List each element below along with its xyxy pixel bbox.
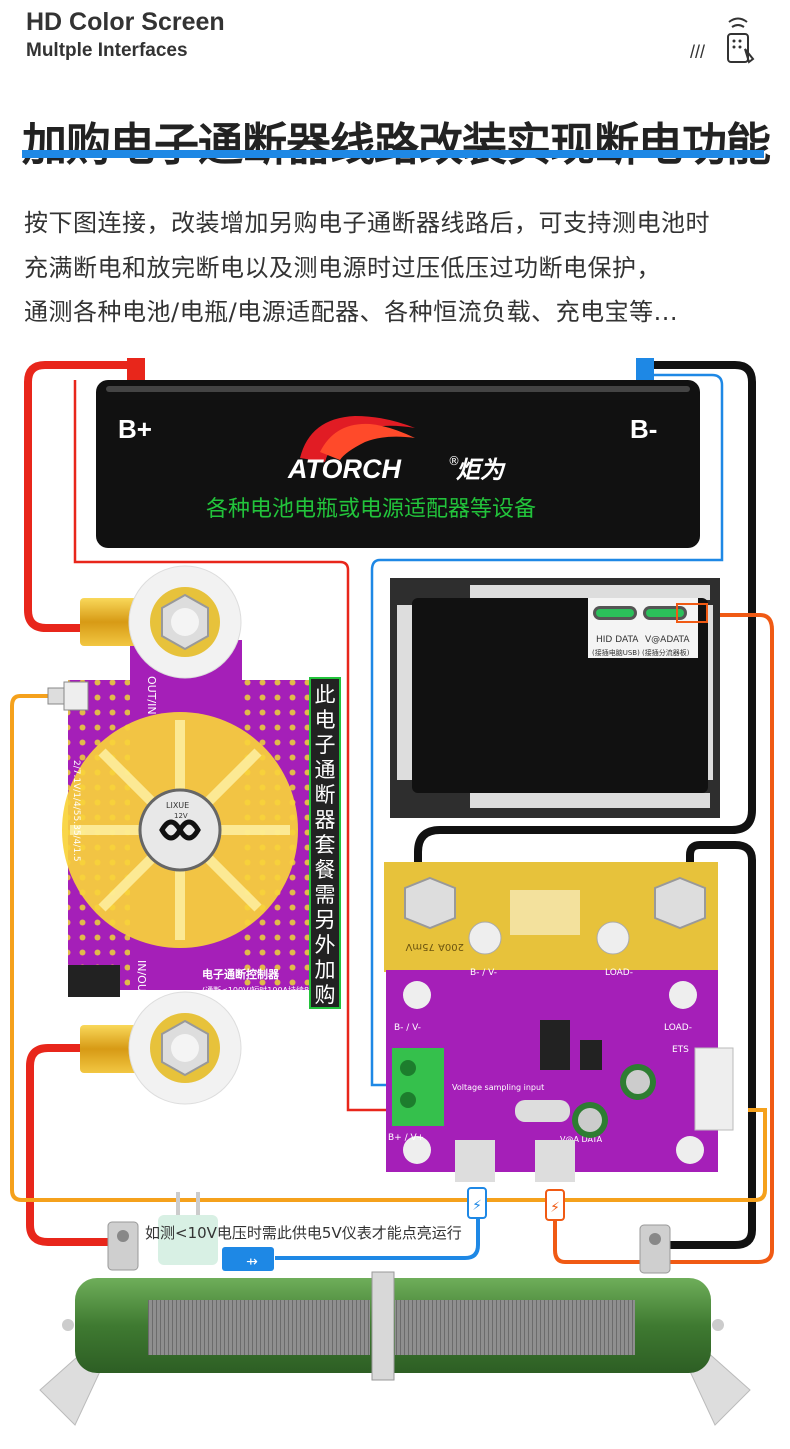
switch-board: LIXUE 12V OUT/IN IN/OUT 2/7.1V/1/4/55.35… bbox=[62, 630, 323, 999]
meter-port-va: V@ADATA bbox=[645, 635, 690, 645]
thin-red-wire bbox=[73, 380, 390, 1112]
red-wire-bottom bbox=[26, 1044, 112, 1246]
battery-minus-label: B- bbox=[630, 414, 657, 444]
description-line-1: 按下图连接，改装增加另购电子通断器线路后，可支持测电池时 bbox=[24, 209, 710, 237]
thin-blue-wire bbox=[370, 373, 724, 1087]
meter-port-va-sub: (接插分流器板) bbox=[642, 648, 690, 657]
svg-text:ETS: ETS bbox=[672, 1045, 689, 1055]
description-line-2: 充满断电和放完断电以及测电源时过压低压过功断电保护， bbox=[24, 254, 661, 282]
wiring-diagram: B+ B- ATORCH ® 炬为 各种电池电瓶或电源适配器等设备 LIXUE … bbox=[10, 358, 774, 1426]
svg-text:LOAD-: LOAD- bbox=[664, 1023, 692, 1033]
bottom-lug bbox=[80, 991, 242, 1105]
header-title: HD Color Screen bbox=[26, 8, 225, 36]
svg-text:⚡: ⚡ bbox=[550, 1200, 560, 1216]
battery-box bbox=[96, 380, 700, 548]
switch-board-spec: (通断<100V/短时100A持续80A) bbox=[202, 985, 323, 995]
meter-back: HID DATA (接插电脑USB) V@ADATA (接插分流器板) bbox=[390, 578, 720, 818]
usb-a-plug bbox=[222, 1247, 274, 1271]
svg-text:B- / V-: B- / V- bbox=[470, 968, 497, 978]
in-out-label: IN/OUT bbox=[135, 960, 148, 999]
svg-text:///: /// bbox=[690, 42, 705, 62]
cooling-fan: LIXUE 12V bbox=[62, 712, 298, 948]
orange-red-wire bbox=[553, 613, 774, 1264]
svg-text:V@A DATA: V@A DATA bbox=[560, 1135, 603, 1144]
black-wire-top bbox=[414, 361, 756, 880]
atorch-flame-logo bbox=[300, 416, 415, 462]
top-lug bbox=[80, 565, 242, 679]
callout-vertical: 此电子通断器套餐需另外加购 bbox=[315, 683, 336, 1007]
usb-c-plug-orange bbox=[545, 1189, 565, 1221]
switch-board-name: 电子通断控制器 bbox=[202, 967, 280, 981]
brand-registered: ® bbox=[448, 454, 460, 468]
fan-voltage: 12V bbox=[174, 812, 188, 820]
svg-text:200A 75mV: 200A 75mV bbox=[405, 941, 464, 952]
green-terminal bbox=[392, 1048, 444, 1126]
description-line-3: 通测各种电池/电瓶/电源适配器、各种恒流负载、充电宝等... bbox=[24, 298, 679, 326]
svg-text:⚡: ⚡ bbox=[472, 1198, 482, 1214]
blue-usb-wire bbox=[275, 1215, 480, 1260]
header-subtitle: Multple Interfaces bbox=[26, 40, 188, 61]
remote-control-icon: /// bbox=[690, 17, 755, 64]
meter-port-hid-sub: (接插电脑USB) bbox=[592, 648, 640, 657]
callout-box bbox=[309, 677, 341, 1009]
red-wire-top bbox=[24, 361, 135, 632]
battery-plus-label: B+ bbox=[118, 414, 152, 444]
battery-caption: 各种电池电瓶或电源适配器等设备 bbox=[206, 497, 536, 522]
out-in-label: OUT/IN bbox=[145, 676, 158, 715]
board-side-text: 2/7.1V/1/4/55.35/4/1.5 bbox=[71, 760, 81, 862]
svg-text:B- / V-: B- / V- bbox=[394, 1023, 421, 1033]
small-connector-left bbox=[47, 681, 89, 711]
brand-text: ATORCH bbox=[287, 454, 401, 484]
svg-text:LOAD-: LOAD- bbox=[605, 968, 633, 978]
plus-terminal bbox=[127, 358, 145, 380]
minus-terminal bbox=[636, 358, 654, 380]
usb-adapter bbox=[158, 1215, 218, 1265]
load-resistor bbox=[39, 1221, 751, 1426]
headline-underline bbox=[22, 150, 764, 158]
usb-c-port-2 bbox=[535, 1140, 575, 1182]
black-wire-shunt bbox=[660, 841, 756, 1249]
headline: 加购电子通断器线路改装实现断电功能 bbox=[22, 118, 771, 171]
svg-text:Voltage sampling input: Voltage sampling input bbox=[452, 1083, 544, 1092]
usb-icon: ⇸ bbox=[246, 1254, 258, 1270]
shunt-board: 200A 75mV B- / V- LOAD- B- / V- LOAD- Vo… bbox=[384, 862, 734, 1182]
svg-text:B+ / V+: B+ / V+ bbox=[388, 1133, 424, 1143]
brand-cn-text: 炬为 bbox=[456, 456, 506, 484]
fan-brand: LIXUE bbox=[166, 801, 189, 810]
orange-wire bbox=[10, 694, 767, 1202]
usb-c-port-1 bbox=[455, 1140, 495, 1182]
port-highlight bbox=[676, 603, 708, 623]
power-note: 如测<10V电压时需此供电5V仪表才能点亮运行 bbox=[145, 1224, 462, 1242]
usb-c-plug-blue bbox=[467, 1187, 487, 1219]
meter-port-hid: HID DATA bbox=[596, 635, 639, 645]
